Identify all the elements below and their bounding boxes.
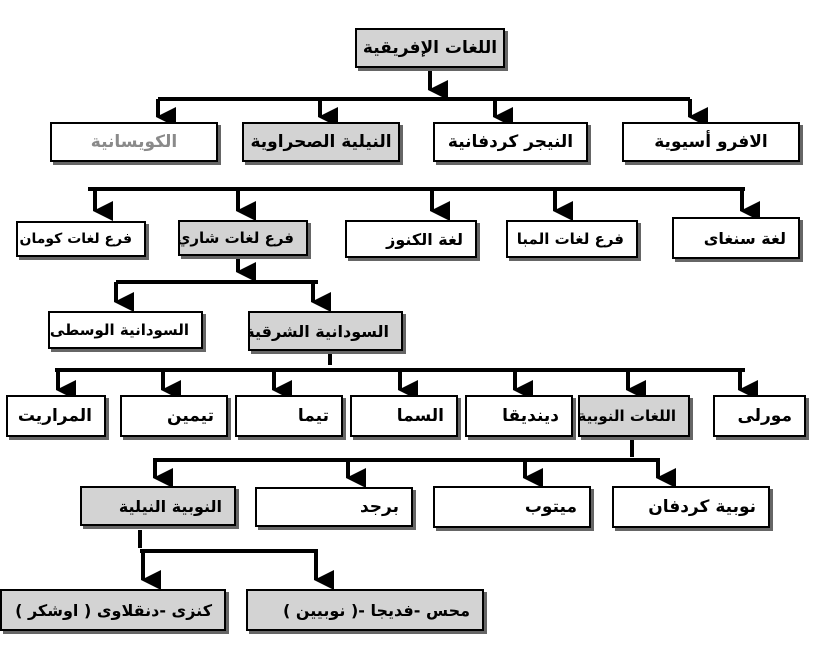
node-birgid: برجد: [255, 487, 413, 527]
node-mararit: المراريت: [6, 395, 106, 437]
node-murle: مورلى: [713, 395, 806, 437]
node-nilo-saharan: النيلية الصحراوية: [242, 122, 400, 162]
node-kordofan-nubian: نوبية كردفان: [612, 486, 770, 528]
node-midob: ميتوب: [433, 486, 591, 528]
node-maba: فرع لغات المبا: [506, 220, 638, 258]
node-sama: السما: [350, 395, 458, 437]
node-tima: تيما: [235, 395, 343, 437]
node-khoisan: الكويسانية: [50, 122, 218, 162]
node-mahas-fadija: محس -فديجا -( نوبيين ): [246, 589, 484, 631]
node-nile-nubian: النوبية النيلية: [80, 486, 236, 526]
node-songhai: لغة سنغاى: [672, 217, 800, 259]
node-eastern-sudanic: السودانية الشرقية: [248, 311, 403, 351]
node-central-sudanic: السودانية الوسطى: [48, 311, 203, 349]
node-kenzi-dongolawi: كنزى -دنقلاوى ( اوشكر ): [0, 589, 226, 631]
node-nubian: اللغات النوبية: [578, 395, 690, 437]
node-dinka: دينديقا: [465, 395, 573, 437]
node-koman: فرع لغات كومان: [16, 221, 146, 257]
node-kenuz: لغة الكنوز: [345, 220, 477, 258]
node-shari: فرع لغات شاري: [178, 220, 308, 256]
node-niger-kordofanian: النيجر كردفانية: [433, 122, 588, 162]
node-afroasiatic: الافرو أسيوية: [622, 122, 800, 162]
node-temein: تيمين: [120, 395, 228, 437]
node-african-languages: اللغات الإفريقية: [355, 28, 505, 68]
